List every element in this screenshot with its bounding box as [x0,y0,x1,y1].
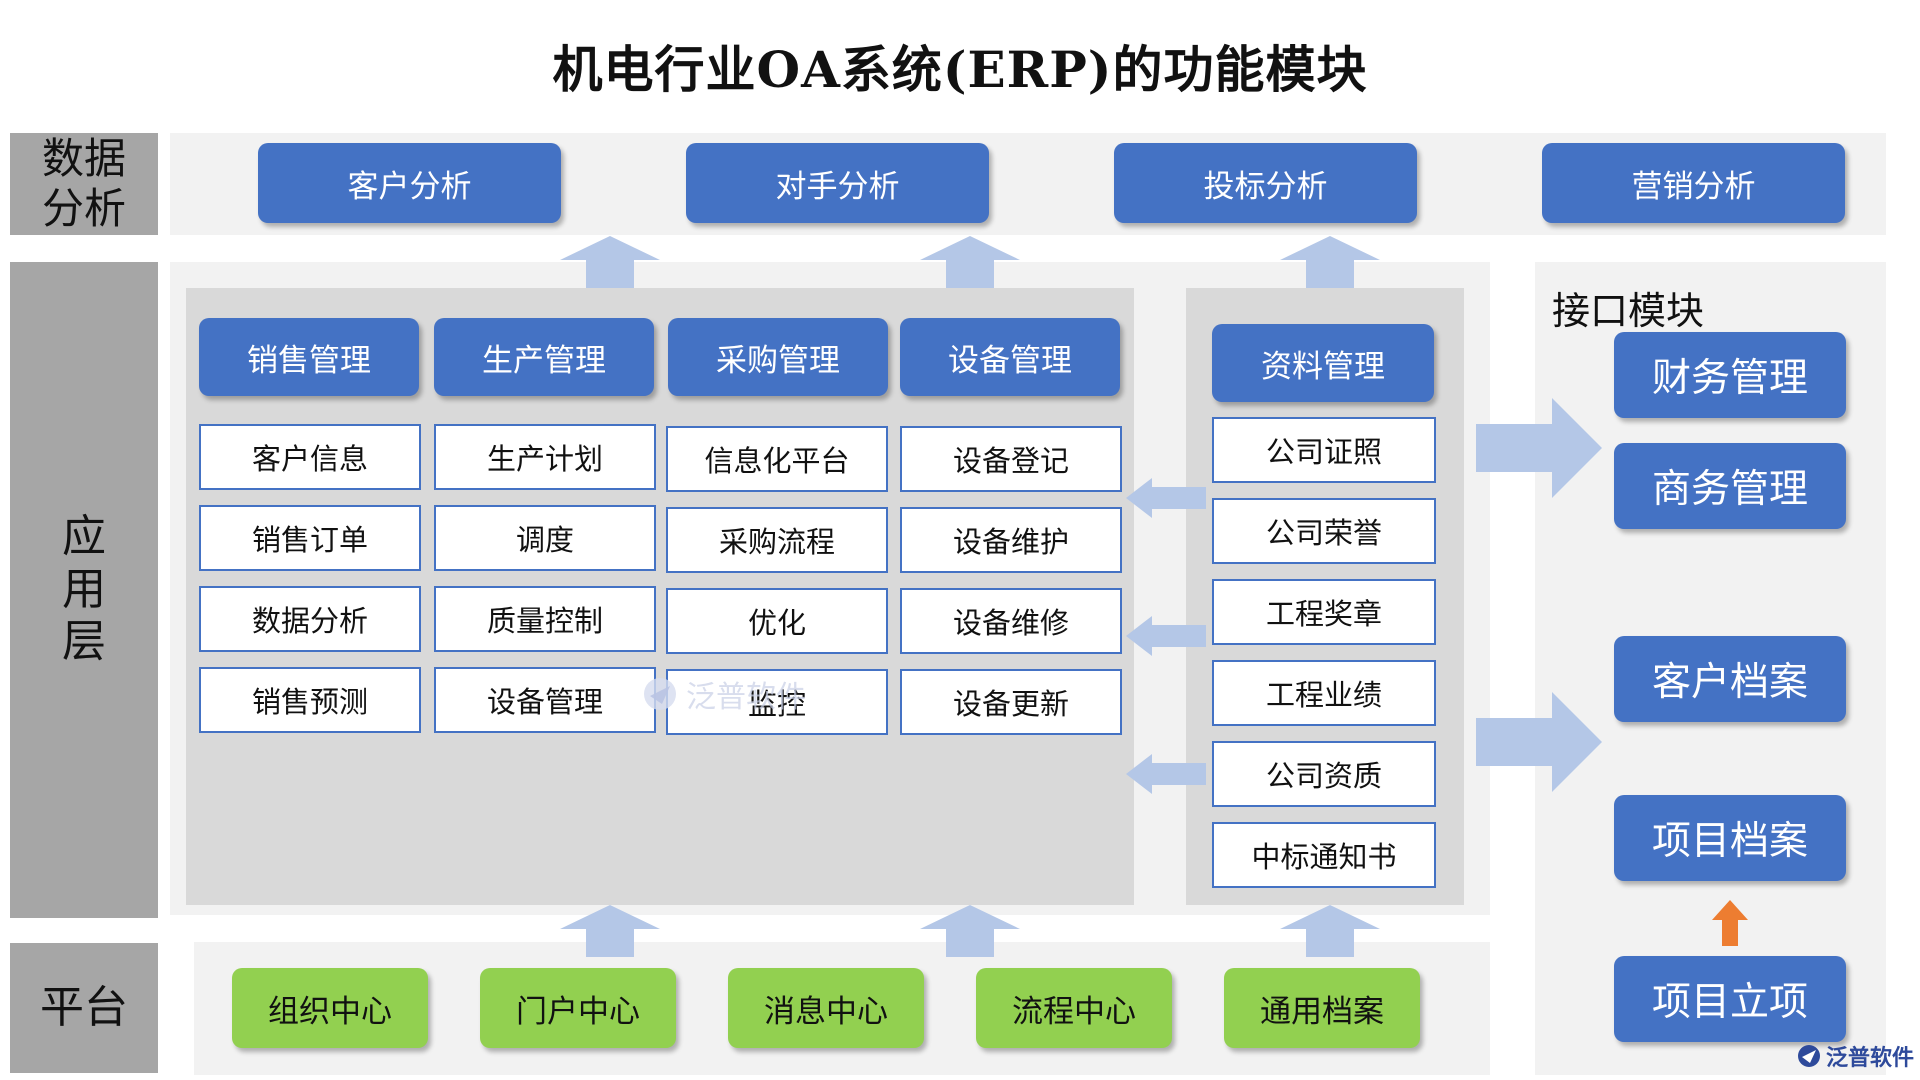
platform-organization[interactable]: 组织中心 [232,968,428,1048]
interface-project-setup[interactable]: 项目立项 [1614,956,1846,1042]
watermark-text: 泛普软件 [686,680,806,715]
fanpu-logo: 泛普软件 [1796,1040,1914,1072]
interface-finance[interactable]: 财务管理 [1614,332,1846,418]
platform-portal[interactable]: 门户中心 [480,968,676,1048]
docs-item[interactable]: 公司荣誉 [1212,498,1436,564]
analysis-competitor[interactable]: 对手分析 [686,143,989,223]
interface-business[interactable]: 商务管理 [1614,443,1846,529]
platform-workflow[interactable]: 流程中心 [976,968,1172,1048]
interface-project-archive[interactable]: 项目档案 [1614,795,1846,881]
layer-label-platform: 平台 [10,943,158,1073]
sales-item[interactable]: 销售预测 [199,667,421,733]
docs-item[interactable]: 公司资质 [1212,741,1436,807]
arrow-up-platform [920,905,1020,957]
watermark: 泛普软件 [640,672,806,716]
arrow-right-interface [1476,692,1602,792]
purchasing-item[interactable]: 优化 [666,588,888,654]
layer-label-data-analysis: 数据 分析 [10,133,158,235]
arrow-up-project [1712,900,1748,946]
production-item[interactable]: 调度 [434,505,656,571]
module-purchasing[interactable]: 采购管理 [668,318,888,396]
purchasing-item[interactable]: 信息化平台 [666,426,888,492]
analysis-customer[interactable]: 客户分析 [258,143,561,223]
module-equipment[interactable]: 设备管理 [900,318,1120,396]
sales-item[interactable]: 数据分析 [199,586,421,652]
equipment-item[interactable]: 设备登记 [900,426,1122,492]
logo-text: 泛普软件 [1826,1045,1915,1071]
production-item[interactable]: 设备管理 [434,667,656,733]
equipment-item[interactable]: 设备维护 [900,507,1122,573]
platform-archive[interactable]: 通用档案 [1224,968,1420,1048]
module-sales[interactable]: 销售管理 [199,318,419,396]
production-item[interactable]: 生产计划 [434,424,656,490]
analysis-bidding[interactable]: 投标分析 [1114,143,1417,223]
fanpu-watermark-icon [644,678,676,710]
page-title: 机电行业OA系统(ERP)的功能模块 [552,40,1368,99]
module-documents[interactable]: 资料管理 [1212,324,1434,402]
purchasing-item[interactable]: 采购流程 [666,507,888,573]
analysis-marketing[interactable]: 营销分析 [1542,143,1845,223]
arrow-left-docs [1126,616,1206,656]
arrow-left-docs [1126,754,1206,794]
interface-title: 接口模块 [1552,289,1705,333]
docs-item[interactable]: 公司证照 [1212,417,1436,483]
equipment-item[interactable]: 设备维修 [900,588,1122,654]
layer-label-application: 应 用 层 [10,262,158,918]
purchasing-item[interactable]: 监控 [666,669,888,735]
arrow-up-analysis [1280,236,1380,288]
platform-message[interactable]: 消息中心 [728,968,924,1048]
arrow-up-analysis [920,236,1020,288]
arrow-up-analysis [560,236,660,288]
interface-customer-archive[interactable]: 客户档案 [1614,636,1846,722]
arrow-up-platform [560,905,660,957]
arrow-up-platform [1280,905,1380,957]
docs-item[interactable]: 中标通知书 [1212,822,1436,888]
docs-item[interactable]: 工程奖章 [1212,579,1436,645]
arrow-right-interface [1476,398,1602,498]
docs-item[interactable]: 工程业绩 [1212,660,1436,726]
sales-item[interactable]: 客户信息 [199,424,421,490]
fanpu-logo-icon [1798,1045,1820,1067]
production-item[interactable]: 质量控制 [434,586,656,652]
module-production[interactable]: 生产管理 [434,318,654,396]
sales-item[interactable]: 销售订单 [199,505,421,571]
equipment-item[interactable]: 设备更新 [900,669,1122,735]
arrow-left-docs [1126,478,1206,518]
